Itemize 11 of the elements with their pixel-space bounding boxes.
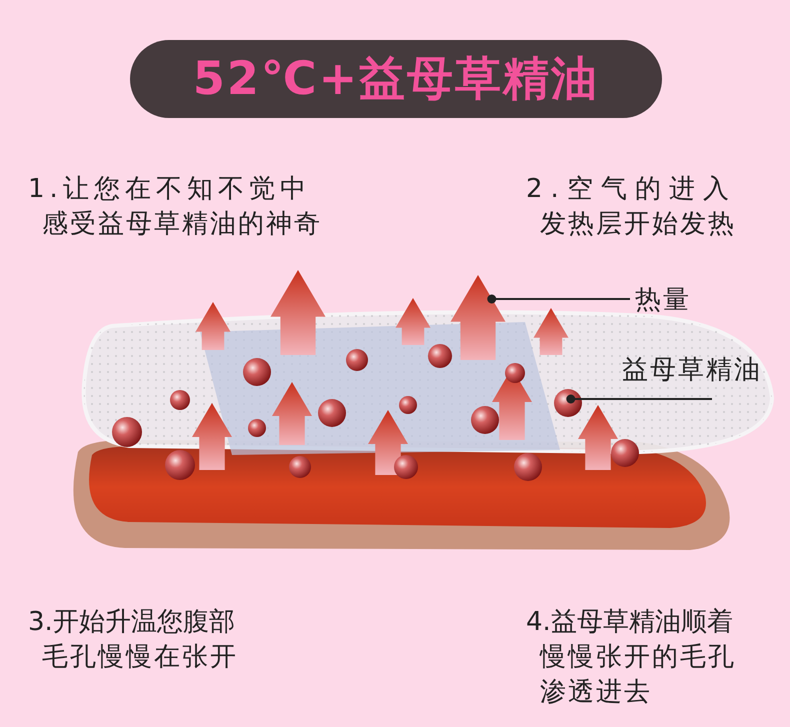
- heat-arrow: [450, 275, 506, 360]
- oil-ball: [554, 389, 582, 417]
- step-description: 4.益母草精油顺着慢慢张开的毛孔渗透进去: [526, 606, 737, 709]
- step-description: 1.让您在不知不觉中感受益母草精油的神奇: [28, 173, 323, 241]
- leader-line: [487, 294, 630, 304]
- step-description: 3.开始升温您腹部毛孔慢慢在张开: [28, 606, 239, 674]
- callout-text: 益母草精油: [618, 352, 778, 399]
- leader-line: [566, 394, 712, 404]
- title-banner: 52℃+益母草精油: [130, 40, 662, 118]
- step-description: 2.空气的进入发热层开始发热: [526, 173, 738, 241]
- callout-text: 热量: [630, 282, 700, 316]
